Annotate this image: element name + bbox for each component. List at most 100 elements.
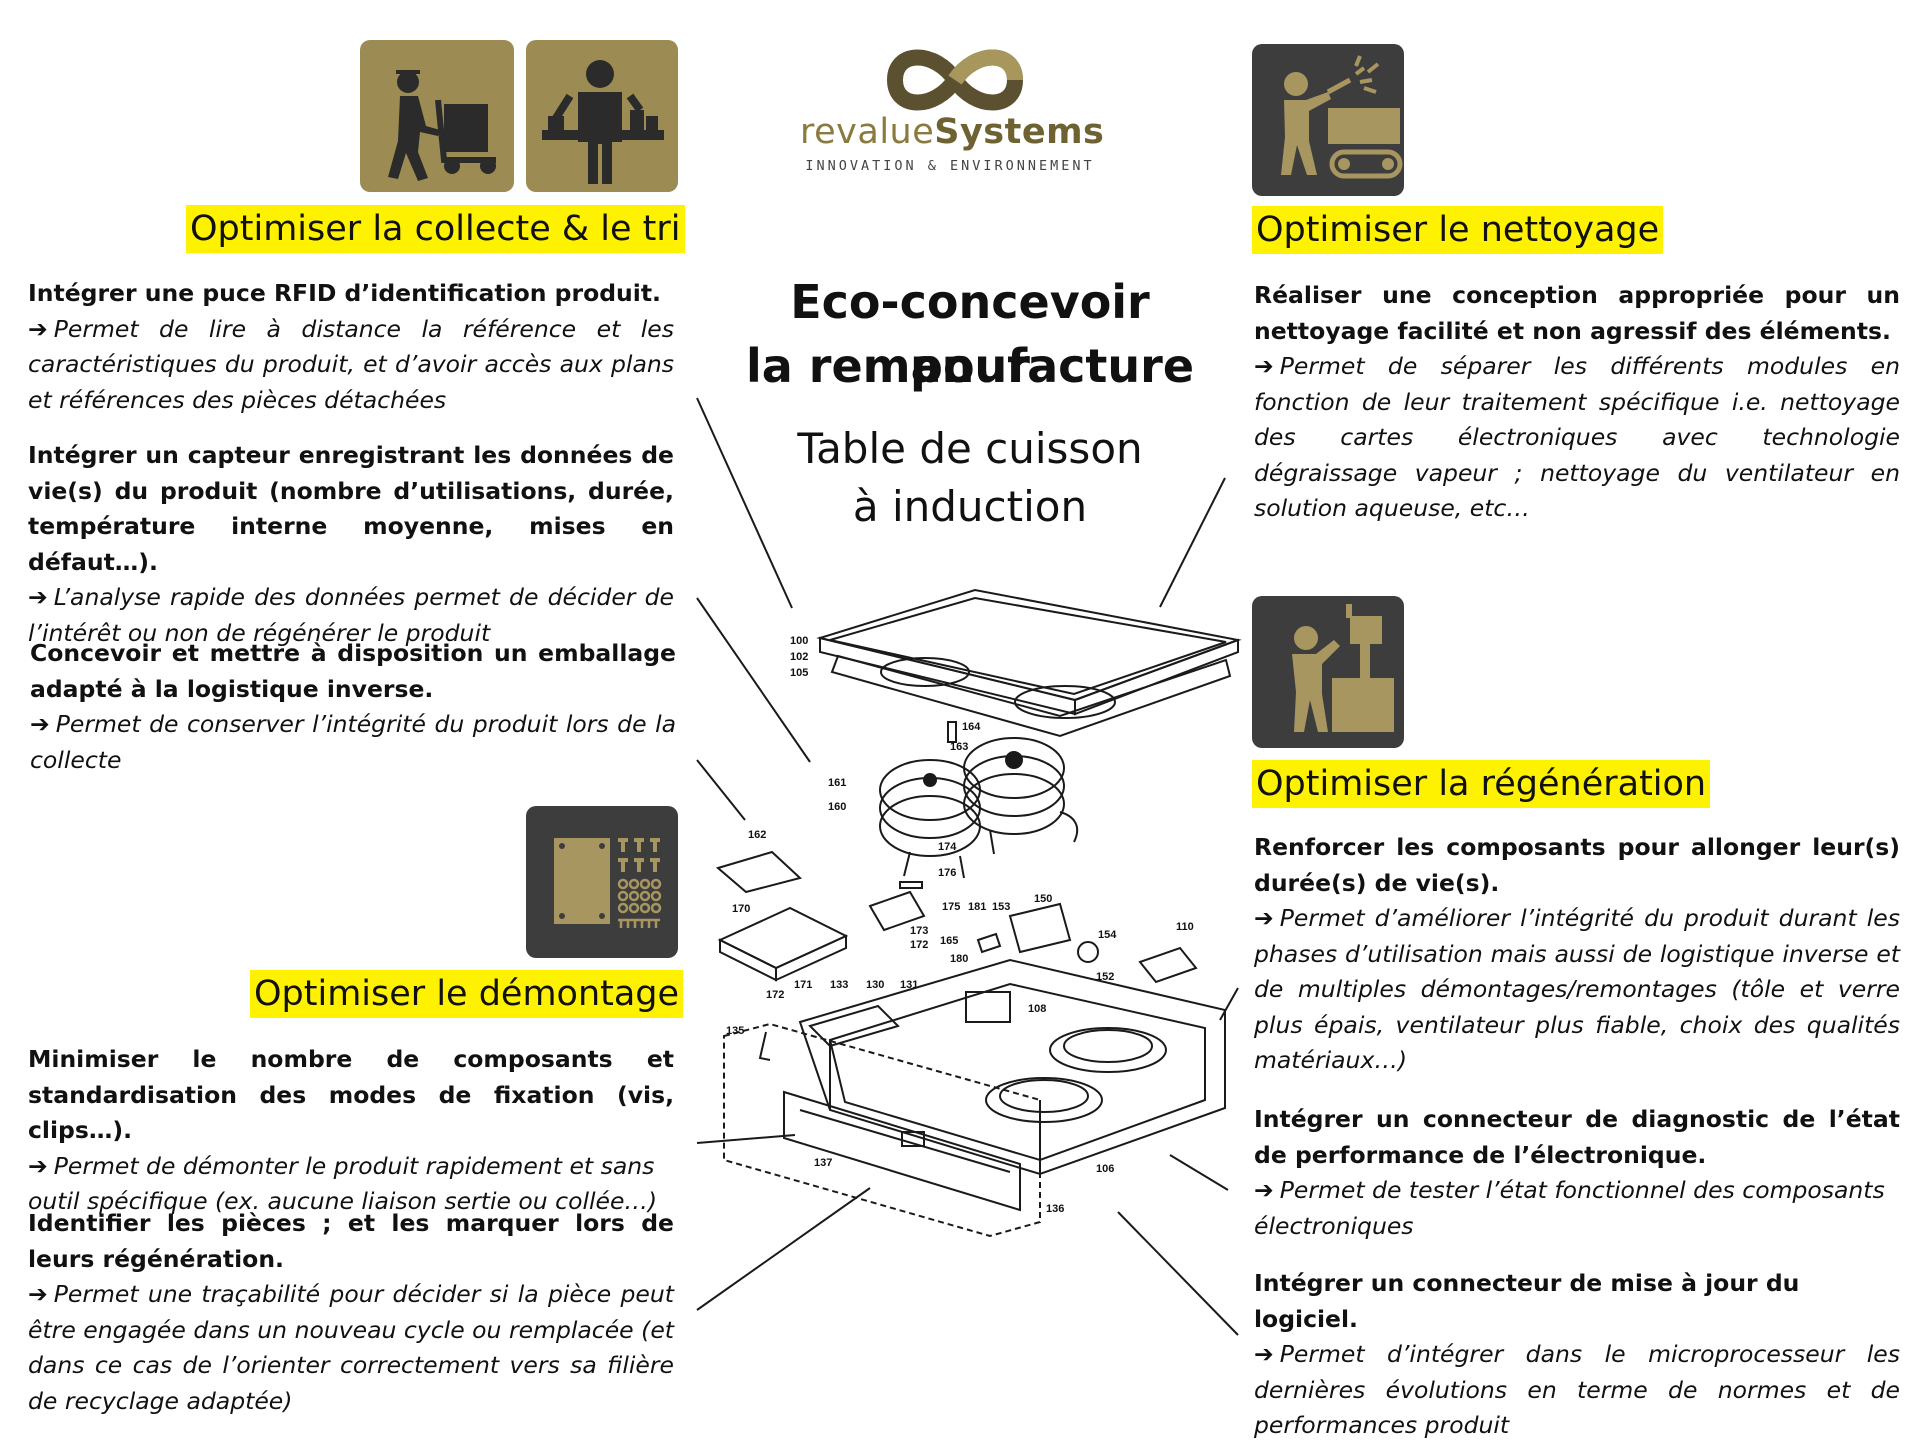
label-152: 152	[1096, 971, 1114, 983]
regeneration-item-3-desc: Permet d’intégrer dans le microprocesseu…	[1254, 1340, 1900, 1439]
regeneration-item-2-title: Intégrer un connecteur de diagnostic de …	[1254, 1105, 1900, 1169]
subtitle-line2: à induction	[852, 482, 1088, 531]
arrow-icon: ➔	[30, 710, 50, 738]
brand-name-part1: revalue	[800, 112, 935, 152]
demontage-item-1: Minimiser le nombre de composants et sta…	[28, 1042, 674, 1220]
worker-machine-icon	[1252, 596, 1404, 748]
glass-top-plate	[816, 588, 1242, 738]
leader-line	[696, 1134, 796, 1144]
induction-coils	[879, 721, 1079, 879]
label-106: 106	[1096, 1163, 1114, 1175]
label-100: 100	[790, 635, 808, 647]
label-137: 137	[814, 1157, 832, 1169]
arrow-icon: ➔	[28, 1151, 48, 1180]
collecte-item-3: Concevoir et mettre à disposition un emb…	[30, 636, 676, 778]
heading-demontage: Optimiser le démontage	[250, 970, 684, 1018]
leader-line	[1159, 477, 1226, 608]
arrow-icon: ➔	[1254, 1176, 1274, 1204]
label-175: 175	[942, 901, 960, 913]
regeneration-item-2: Intégrer un connecteur de diagnostic de …	[1254, 1102, 1900, 1244]
collecte-item-1: Intégrer une puce RFID d’identification …	[28, 276, 674, 418]
label-102: 102	[790, 651, 808, 663]
circuit-screws-icon	[526, 806, 678, 958]
label-110: 110	[1176, 921, 1194, 933]
regeneration-item-3-title: Intégrer un connecteur de mise à jour du…	[1254, 1269, 1800, 1333]
label-165: 165	[940, 935, 958, 947]
demontage-item-2-title: Identifier les pièces ; et les marquer l…	[28, 1209, 674, 1273]
label-135: 135	[726, 1025, 744, 1037]
leader-line	[696, 759, 746, 821]
label-153: 153	[992, 901, 1010, 913]
collecte-item-1-desc: Permet de lire à distance la référence e…	[28, 314, 674, 414]
front-control-panel	[723, 1022, 1041, 1238]
label-136: 136	[1046, 1203, 1064, 1215]
collecte-item-1-title: Intégrer une puce RFID d’identification …	[28, 279, 661, 307]
label-174: 174	[938, 841, 957, 853]
main-title-line1: Eco-concevoir pour	[790, 275, 1150, 393]
collecte-item-3-title: Concevoir et mettre à disposition un emb…	[30, 639, 676, 703]
arrow-icon: ➔	[1254, 904, 1274, 932]
nettoyage-item-1: Réaliser une conception appropriée pour …	[1254, 278, 1900, 527]
nettoyage-item-1-title: Réaliser une conception appropriée pour …	[1254, 281, 1900, 345]
label-154: 154	[1098, 929, 1117, 941]
label-176: 176	[938, 867, 956, 879]
demontage-item-2-desc: Permet une traçabilité pour décider si l…	[28, 1280, 674, 1415]
label-161: 161	[828, 777, 846, 789]
leader-line	[696, 1187, 871, 1311]
regeneration-item-2-desc: Permet de tester l’état fonctionnel des …	[1254, 1176, 1885, 1240]
worker-sorting-icon	[526, 40, 678, 192]
nettoyage-item-1-desc: Permet de séparer les différents modules…	[1254, 352, 1900, 522]
leader-line	[696, 597, 811, 763]
label-172: 172	[910, 939, 928, 951]
label-163: 163	[950, 741, 968, 753]
label-133: 133	[830, 979, 848, 991]
label-180: 180	[950, 953, 968, 965]
label-160: 160	[828, 801, 846, 813]
regeneration-item-1-desc: Permet d’améliorer l’intégrité du produi…	[1254, 904, 1900, 1074]
label-105: 105	[790, 667, 808, 679]
subtitle-line1: Table de cuisson	[797, 424, 1143, 473]
label-172b: 172	[766, 989, 784, 1001]
label-181: 181	[968, 901, 986, 913]
collecte-item-3-desc: Permet de conserver l’intégrité du produ…	[30, 710, 676, 774]
infinity-logo-icon	[886, 49, 1024, 111]
heading-regeneration: Optimiser la régénération	[1252, 760, 1711, 808]
arrow-icon: ➔	[28, 583, 48, 611]
label-164: 164	[962, 721, 981, 733]
leader-line	[1169, 1154, 1229, 1191]
arrow-icon: ➔	[28, 1280, 48, 1308]
label-170: 170	[732, 903, 750, 915]
leader-line	[1117, 1211, 1239, 1336]
worker-trolley-icon	[360, 40, 514, 192]
brand-name: revalueSystems	[800, 112, 1104, 152]
label-162: 162	[748, 829, 766, 841]
collecte-item-2-desc: L’analyse rapide des données permet de d…	[28, 583, 674, 647]
collecte-item-2: Intégrer un capteur enregistrant les don…	[28, 438, 674, 651]
label-171: 171	[794, 979, 812, 991]
electronics-boards	[717, 881, 1198, 984]
arrow-icon: ➔	[1254, 352, 1274, 380]
label-108: 108	[1028, 1003, 1046, 1015]
arrow-icon: ➔	[1254, 1340, 1274, 1368]
brand-logo	[880, 40, 1030, 120]
demontage-item-1-title: Minimiser le nombre de composants et sta…	[28, 1045, 674, 1144]
base-tray	[798, 958, 1226, 1176]
heading-nettoyage: Optimiser le nettoyage	[1252, 206, 1664, 254]
brand-name-part2: Systems	[934, 112, 1105, 152]
label-130: 130	[866, 979, 884, 991]
leader-line	[1219, 987, 1239, 1021]
regeneration-item-1: Renforcer les composants pour allonger l…	[1254, 830, 1900, 1079]
demontage-item-1-desc: Permet de démonter le produit rapidement…	[28, 1151, 658, 1216]
insulating-sheet	[715, 850, 803, 894]
leader-line	[696, 397, 793, 609]
label-131: 131	[900, 979, 918, 991]
arrow-icon: ➔	[28, 314, 48, 343]
demontage-item-2: Identifier les pièces ; et les marquer l…	[28, 1206, 674, 1419]
label-150: 150	[1034, 893, 1052, 905]
collecte-item-2-title: Intégrer un capteur enregistrant les don…	[28, 441, 674, 576]
heading-collecte: Optimiser la collecte & le tri	[186, 205, 685, 253]
regeneration-item-3: Intégrer un connecteur de mise à jour du…	[1254, 1266, 1900, 1444]
regeneration-item-1-title: Renforcer les composants pour allonger l…	[1254, 833, 1900, 897]
label-173: 173	[910, 925, 928, 937]
